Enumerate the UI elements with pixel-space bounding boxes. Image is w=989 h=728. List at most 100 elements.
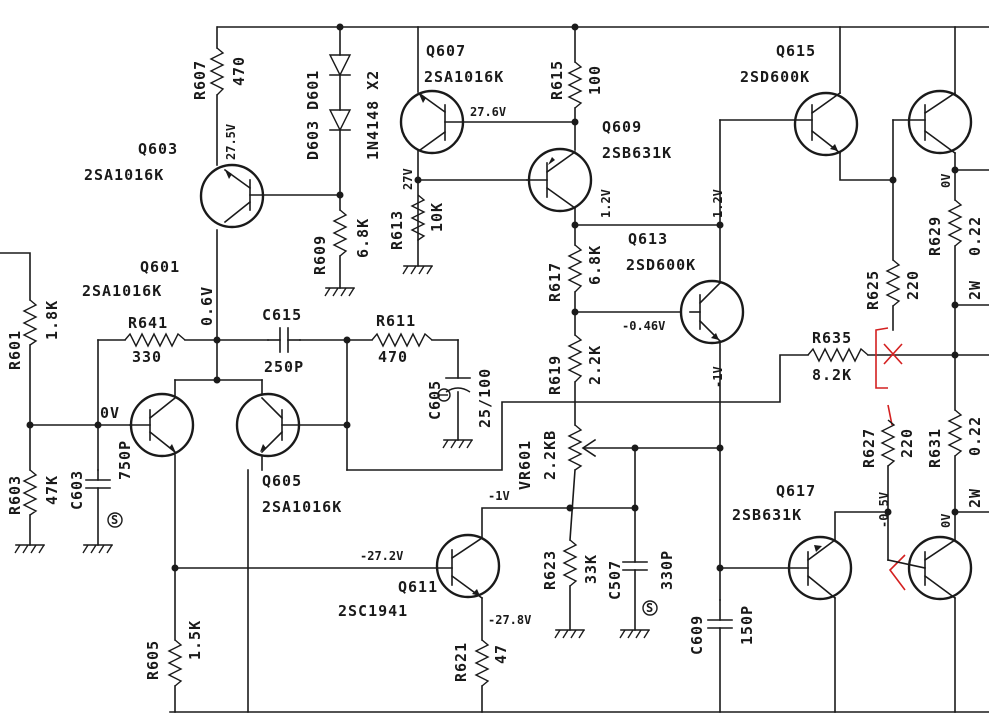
q607-ref: Q607 <box>426 42 466 60</box>
ground-symbol <box>554 629 585 639</box>
resistor-r613: R613 10K 27V <box>388 168 446 267</box>
r629-rating: 2W <box>966 280 984 300</box>
transistor-q601: Q601 2SA1016K <box>82 258 263 641</box>
r605-value: 1.5K <box>186 620 204 660</box>
transistor-q609: Q609 2SB631K 1.2V <box>526 118 721 246</box>
voltage-q601-col: 0.6V <box>198 286 216 326</box>
voltage-q613-emit: -1V <box>711 366 725 388</box>
resistor-r631: R631 2W 0.22 <box>926 409 989 541</box>
transistor-right-upper: 0V <box>892 26 973 261</box>
voltage-r613: 27V <box>401 168 415 190</box>
r625-value: 220 <box>904 270 922 300</box>
voltage-q609-col: 1.2V <box>599 189 613 218</box>
r607-value: 470 <box>230 56 248 86</box>
voltage-q601-base: 0V <box>100 404 120 422</box>
diodes-d601-d603: D603 D601 1N4148 X2 <box>304 26 382 211</box>
r609-value: 6.8K <box>354 218 372 258</box>
ground-symbol <box>82 544 113 554</box>
capacitor-c507: C507 S 330P <box>606 507 676 631</box>
r609-ref: R609 <box>311 235 329 275</box>
q609-part: 2SB631K <box>602 144 672 162</box>
ground-symbol <box>442 439 473 449</box>
r601-ref: R601 <box>6 330 24 370</box>
r613-value: 10K <box>428 202 446 232</box>
voltage-q613-col: 1.2V <box>711 189 725 218</box>
c507-value: 330P <box>658 550 676 590</box>
r635-ref: R635 <box>812 329 852 347</box>
resistor-r629: R629 2W 0.22 <box>926 169 989 411</box>
r615-value: 100 <box>586 65 604 95</box>
diodes-ref: D603 D601 <box>304 70 322 160</box>
capacitor-c615: C615 250P <box>262 306 304 376</box>
svg-text:S: S <box>111 513 118 527</box>
transistor-right-lower: 0V <box>887 514 973 713</box>
r631-rating: 2W <box>966 488 984 508</box>
q609-ref: Q609 <box>602 118 642 136</box>
capacitor-c609: C609 150P <box>688 599 756 713</box>
q603-part: 2SA1016K <box>84 166 164 184</box>
transistor-q603: Q603 2SA1016K 27.5V <box>84 26 341 229</box>
resistor-r611: R611 470 <box>371 312 433 366</box>
q617-part: 2SB631K <box>732 506 802 524</box>
resistor-r601: R601 1.8K <box>6 299 61 370</box>
diodes-part: 1N4148 X2 <box>364 70 382 160</box>
r613-ref: R613 <box>388 210 406 250</box>
svg-text:S: S <box>646 601 653 615</box>
transistor-q611: Q611 2SC1941 -27.2V -27.8V -1V <box>174 489 636 641</box>
ground-symbol <box>402 265 433 275</box>
transistor-q605: Q605 2SA1016K <box>235 379 341 713</box>
ground-symbol <box>14 544 45 554</box>
r615-ref: R615 <box>548 60 566 100</box>
resistor-r623: R623 33K <box>541 539 600 631</box>
resistor-r619: R619 2.2K <box>546 334 604 426</box>
c603-ref: C603 <box>68 470 86 510</box>
c605-ref: C605 <box>426 380 444 420</box>
voltage-q607: 27.6V <box>470 105 506 119</box>
capacitor-c603: C603 S 750P <box>68 440 134 546</box>
r629-ref: R629 <box>926 216 944 256</box>
red-correction-mark <box>875 327 906 591</box>
r627-value: 220 <box>898 428 916 458</box>
r631-ref: R631 <box>926 428 944 468</box>
voltage-q611-emit: -27.8V <box>488 613 531 627</box>
voltage-q611-base: -27.2V <box>360 549 403 563</box>
q601-ref: Q601 <box>140 258 180 276</box>
voltage-vr601: -1V <box>488 489 510 503</box>
resistor-r603: R603 47K <box>6 469 61 546</box>
voltage-right-top: 0V <box>939 174 953 188</box>
r641-value: 330 <box>132 348 162 366</box>
q613-ref: Q613 <box>628 230 668 248</box>
voltage-q613-base: -0.46V <box>622 319 665 333</box>
input-wiring <box>0 252 809 471</box>
ground-symbol <box>619 629 650 639</box>
c615-ref: C615 <box>262 306 302 324</box>
r611-ref: R611 <box>376 312 416 330</box>
q615-part: 2SD600K <box>740 68 810 86</box>
vr601-ref: VR601 <box>516 440 534 490</box>
transistor-q613: Q613 2SD600K -0.46V 1.2V -1V <box>622 119 745 601</box>
c615-value: 250P <box>264 358 304 376</box>
voltage-right-bottom: 0V <box>939 514 953 528</box>
transistor-q607: Q607 2SA1016K 27.6V <box>399 26 576 241</box>
r621-value: 47 <box>492 644 510 664</box>
resistor-r627: R627 220 <box>860 419 916 561</box>
resistor-r621: R621 47 <box>452 639 510 713</box>
r623-value: 33K <box>582 554 600 584</box>
q603-ref: Q603 <box>138 140 178 158</box>
resistor-r617: R617 6.8K <box>546 244 691 336</box>
r627-ref: R627 <box>860 428 878 468</box>
resistor-r635: R635 8.2K <box>807 329 989 384</box>
resistor-r625: R625 220 <box>864 259 922 331</box>
resistor-r641: R641 330 <box>124 314 186 366</box>
q611-part: 2SC1941 <box>338 602 408 620</box>
voltage-q617: -0.5V <box>877 492 891 528</box>
q607-part: 2SA1016K <box>424 68 504 86</box>
c507-ref: C507 <box>606 560 624 600</box>
r617-value: 6.8K <box>586 245 604 285</box>
transistor-q615: Q615 2SD600K <box>740 26 894 181</box>
r603-ref: R603 <box>6 475 24 515</box>
voltage-q603: 27.5V <box>224 124 238 160</box>
q601-part: 2SA1016K <box>82 282 162 300</box>
r619-ref: R619 <box>546 355 564 395</box>
